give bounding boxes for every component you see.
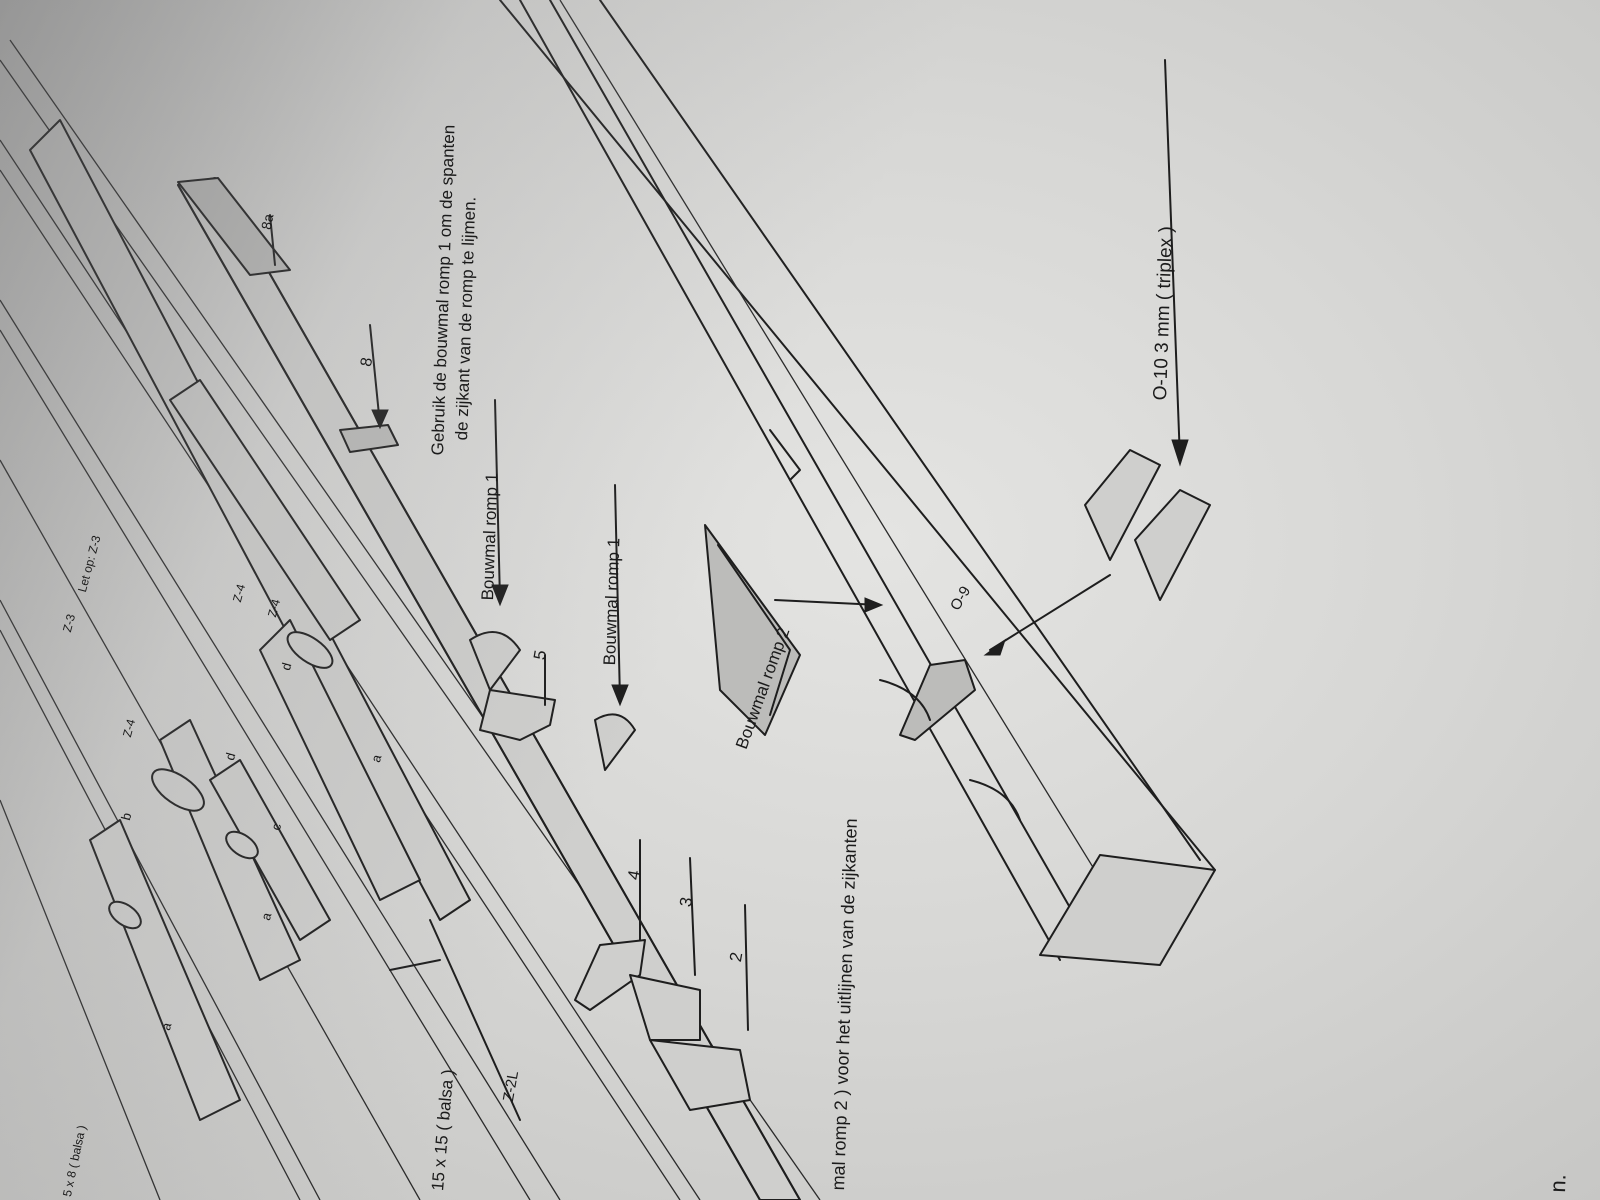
- sheet-parts: [29, 119, 471, 1121]
- fuselage-side: [499, 0, 1216, 966]
- part-8a-label: 8a: [258, 212, 277, 231]
- frames: [469, 449, 1211, 1111]
- corner-text: n.: [1545, 1173, 1571, 1193]
- leader-arrows: [269, 59, 1189, 1121]
